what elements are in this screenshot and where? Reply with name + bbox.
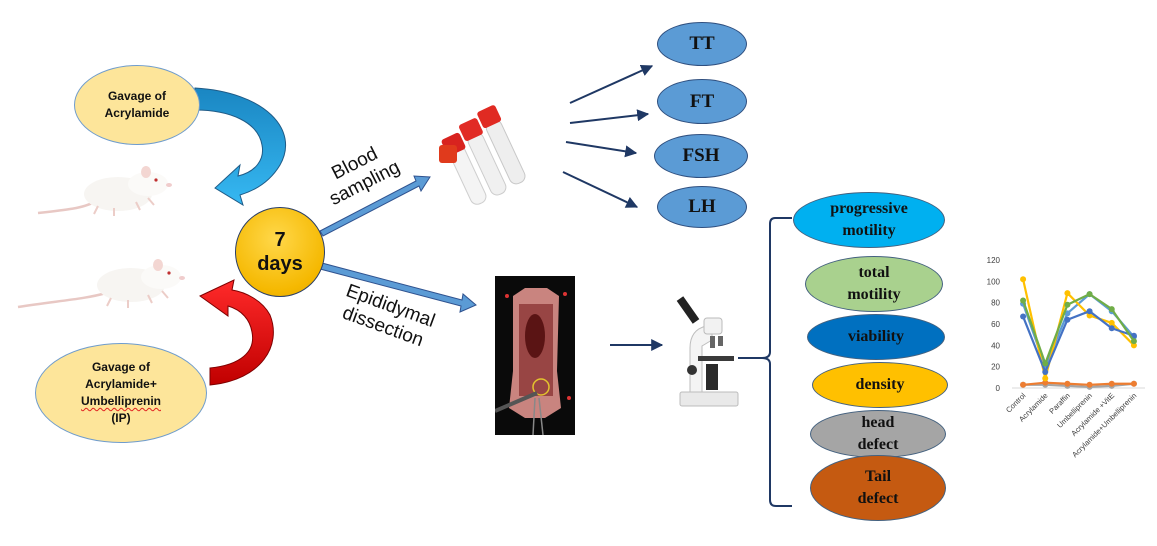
chart-y-tick-label: 60 [991, 320, 1000, 329]
param-head-line1: head [861, 414, 895, 431]
arrow-blood-sampling [319, 175, 431, 237]
chart-data-point [1042, 379, 1049, 386]
hormone-tt-label: TT [689, 33, 715, 54]
chart-data-point [1130, 338, 1137, 345]
treatment-acrylamide-line2: Acrylamide [104, 106, 170, 120]
chart-y-tick-label: 20 [991, 363, 1000, 372]
chart-y-tick-label: 80 [991, 299, 1000, 308]
chart-data-point [1130, 342, 1137, 349]
chart-y-tick-label: 40 [991, 341, 1000, 350]
chart-data-point [1042, 375, 1049, 382]
chart-data-point [1064, 316, 1071, 323]
treatment-combo-line3: Umbelliprenin [80, 394, 161, 408]
chart-data-point [1108, 306, 1115, 313]
chart-data-point [1020, 313, 1027, 320]
chart-data-point [1042, 369, 1049, 375]
curved-arrow-combo [199, 279, 274, 386]
arrow-to-lh [562, 171, 639, 208]
param-tail-line1: Tail [864, 468, 892, 485]
treatment-combo-line1: Gavage of [91, 360, 150, 374]
parameters-bracket [761, 217, 792, 507]
chart-data-point [1064, 301, 1071, 308]
chart-series-line [1022, 310, 1135, 374]
param-total-line1: total [858, 264, 890, 281]
param-head-defect: head defect [810, 410, 946, 458]
param-viability-label: viability [847, 328, 904, 345]
hormone-lh: LH [657, 186, 747, 228]
param-progressive-motility: progressive motility [793, 192, 945, 248]
chart-data-point [1086, 312, 1093, 319]
hormone-lh-label: LH [688, 196, 716, 217]
chart-data-point [1086, 291, 1093, 298]
chart-data-point [1064, 380, 1071, 387]
rat-image-top [37, 166, 172, 216]
param-head-line2: defect [857, 436, 899, 453]
duration-number: 7 [274, 229, 286, 251]
chart-series-line [1022, 278, 1135, 380]
duration-circle: 7 days [235, 207, 325, 297]
param-tail-line2: defect [857, 490, 899, 507]
param-tail-defect: Tail defect [810, 455, 946, 521]
hormone-ft-label: FT [689, 90, 715, 112]
dissection-photo [495, 276, 575, 435]
param-progressive-line2: motility [842, 222, 896, 239]
chart-data-point [1108, 325, 1115, 332]
chart-data-point [1020, 381, 1027, 388]
treatment-combo-line4: (IP) [111, 411, 131, 425]
chart-y-tick-label: 0 [996, 384, 1001, 393]
chart-series-line [1023, 382, 1135, 389]
curved-arrow-acrylamide [194, 87, 286, 207]
hormone-tt: TT [657, 22, 747, 66]
param-density-label: density [855, 376, 905, 393]
hormone-ft: FT [657, 79, 747, 124]
arrow-to-fsh [565, 141, 638, 158]
hormone-fsh: FSH [654, 134, 748, 178]
chart-data-point [1064, 290, 1071, 297]
treatment-acrylamide-line1: Gavage of [107, 89, 166, 103]
arrow-to-tt [569, 64, 654, 104]
chart-data-point [1086, 308, 1093, 315]
chart-data-point [1086, 381, 1093, 388]
chart-series-line [1022, 381, 1134, 386]
chart-series-line [1022, 293, 1135, 365]
arrow-to-ft [569, 109, 650, 124]
chart-data-point [1042, 360, 1049, 367]
treatment-combo: Gavage of Acrylamide+ Umbelliprenin (IP) [35, 343, 207, 443]
duration-unit: days [257, 253, 303, 275]
param-density: density [812, 362, 948, 408]
chart-data-point [1108, 380, 1115, 387]
blood-tubes-image [439, 105, 526, 205]
arrow-dissection [319, 262, 477, 313]
chart-y-tick-label: 120 [987, 256, 1001, 265]
chart-data-point [1108, 319, 1115, 326]
rat-image-bottom [17, 259, 185, 309]
param-total-motility: total motility [805, 256, 943, 312]
param-viability: viability [807, 314, 945, 360]
param-total-line2: motility [847, 286, 901, 303]
chart-data-point [1130, 380, 1137, 387]
results-line-chart: 020406080100120ControlAcrylamideParaffin… [987, 256, 1145, 459]
treatment-combo-line2: Acrylamide+ [85, 377, 157, 391]
hormone-fsh-label: FSH [682, 145, 720, 166]
chart-y-tick-label: 100 [987, 277, 1001, 286]
microscope-image [676, 296, 739, 407]
chart-data-point [1020, 276, 1027, 283]
param-progressive-line1: progressive [830, 200, 908, 217]
treatment-acrylamide: Gavage of Acrylamide [74, 65, 200, 145]
chart-data-point [1020, 297, 1027, 304]
